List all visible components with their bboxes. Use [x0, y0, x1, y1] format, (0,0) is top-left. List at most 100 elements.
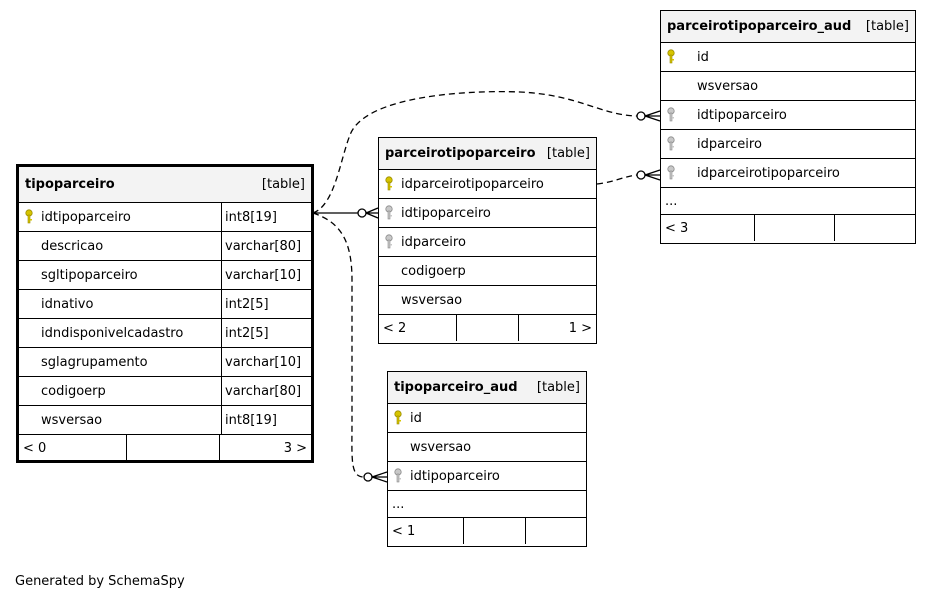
table-name[interactable]: tipoparceiro: [25, 177, 115, 192]
generated-by-label: Generated by SchemaSpy: [15, 574, 185, 589]
foreign-key-icon: [661, 130, 697, 158]
table-name[interactable]: parceirotipoparceiro_aud: [667, 19, 852, 34]
primary-key-icon: [388, 404, 410, 432]
column-row[interactable]: idparceirotipoparceiro: [379, 170, 596, 199]
column-name: idndisponivelcadastro: [41, 325, 184, 341]
relationship-optional-marker: [636, 170, 646, 180]
table-type: [table]: [536, 380, 580, 395]
parents-link[interactable]: < 3: [665, 220, 689, 236]
relationship-many-marker: [644, 169, 661, 181]
column-row[interactable]: idtipoparceiro int8[19]: [19, 203, 311, 232]
column-row[interactable]: id: [388, 404, 586, 433]
children-link[interactable]: 3 >: [219, 435, 311, 461]
column-type: int2[5]: [221, 290, 311, 318]
foreign-key-icon: [379, 228, 401, 256]
column-row[interactable]: wsversao: [388, 433, 586, 462]
column-type: varchar[10]: [221, 348, 311, 376]
foreign-key-icon: [388, 462, 410, 490]
relationship-line-parceirotipoparceiro-parceirotipoparceiro_aud: [596, 174, 638, 185]
column-row[interactable]: wsversao int8[19]: [19, 406, 311, 435]
column-row[interactable]: idnativo int2[5]: [19, 290, 311, 319]
table-header[interactable]: parceirotipoparceiro [table]: [379, 138, 596, 170]
more-columns: ...: [388, 491, 586, 518]
column-type: varchar[80]: [221, 232, 311, 260]
foreign-key-icon: [661, 159, 697, 187]
column-row[interactable]: wsversao: [661, 72, 915, 101]
relationship-many-marker: [644, 110, 661, 122]
relationship-optional-marker: [357, 208, 367, 218]
table-footer: < 2 1 >: [379, 315, 596, 341]
footer-middle: [456, 315, 518, 341]
column-row[interactable]: sgltipoparceiro varchar[10]: [19, 261, 311, 290]
column-name: idparceirotipoparceiro: [401, 176, 544, 192]
table-name[interactable]: tipoparceiro_aud: [394, 380, 518, 395]
table-tipoparceiro_aud[interactable]: tipoparceiro_aud [table] id wsversao idt…: [387, 371, 587, 547]
column-name: idparceiro: [697, 136, 762, 152]
ellipsis: ...: [665, 193, 678, 209]
primary-key-icon: [379, 170, 401, 198]
column-type: int8[19]: [221, 406, 311, 434]
column-name: id: [697, 49, 709, 65]
parents-link[interactable]: < 2: [383, 320, 407, 336]
table-header[interactable]: tipoparceiro_aud [table]: [388, 372, 586, 404]
table-type: [table]: [546, 146, 590, 161]
column-name: codigoerp: [41, 383, 106, 399]
column-row[interactable]: idtipoparceiro: [661, 101, 915, 130]
table-parceirotipoparceiro[interactable]: parceirotipoparceiro [table] idparceirot…: [378, 137, 597, 344]
relationship-line-tipoparceiro-parceirotipoparceiro_aud: [312, 90, 638, 214]
column-row[interactable]: idparceiro: [661, 130, 915, 159]
table-tipoparceiro[interactable]: tipoparceiro [table] idtipoparceiro int8…: [16, 164, 314, 463]
footer-middle: [463, 518, 525, 544]
column-type: int2[5]: [221, 319, 311, 347]
column-row[interactable]: idparceiro: [379, 228, 596, 257]
primary-key-icon: [19, 203, 41, 231]
column-row[interactable]: id: [661, 43, 915, 72]
column-row[interactable]: idndisponivelcadastro int2[5]: [19, 319, 311, 348]
primary-key-icon: [661, 43, 697, 71]
footer-middle: [754, 215, 834, 241]
relationship-many-marker: [371, 471, 388, 483]
column-name: descricao: [41, 238, 104, 254]
column-type: varchar[10]: [221, 261, 311, 289]
table-footer: < 3: [661, 215, 915, 241]
column-row[interactable]: codigoerp varchar[80]: [19, 377, 311, 406]
column-name: idtipoparceiro: [697, 107, 787, 123]
column-name: idtipoparceiro: [41, 209, 131, 225]
table-header[interactable]: parceirotipoparceiro_aud [table]: [661, 11, 915, 43]
column-name: idtipoparceiro: [410, 468, 500, 484]
table-parceirotipoparceiro_aud[interactable]: parceirotipoparceiro_aud [table] id wsve…: [660, 10, 916, 244]
foreign-key-icon: [379, 199, 401, 227]
column-name: wsversao: [697, 78, 759, 94]
relationship-optional-marker: [363, 472, 373, 482]
column-name: codigoerp: [401, 263, 466, 279]
column-row[interactable]: sglagrupamento varchar[10]: [19, 348, 311, 377]
table-footer: < 1: [388, 518, 586, 544]
children-link[interactable]: 1 >: [518, 315, 596, 341]
footer-middle: [126, 435, 219, 461]
parents-link[interactable]: < 0: [23, 440, 47, 456]
column-name: wsversao: [410, 439, 472, 455]
relationship-line-tipoparceiro-tipoparceiro_aud: [312, 212, 365, 478]
column-row[interactable]: descricao varchar[80]: [19, 232, 311, 261]
column-row[interactable]: idtipoparceiro: [388, 462, 586, 491]
column-row[interactable]: wsversao: [379, 286, 596, 315]
column-row[interactable]: idparceirotipoparceiro: [661, 159, 915, 188]
column-row[interactable]: codigoerp: [379, 257, 596, 286]
table-type: [table]: [261, 177, 305, 192]
footer-right: [525, 518, 586, 544]
table-type: [table]: [865, 19, 909, 34]
table-header[interactable]: tipoparceiro [table]: [19, 167, 311, 203]
column-name: idparceirotipoparceiro: [697, 165, 840, 181]
parents-link[interactable]: < 1: [392, 523, 416, 539]
column-name: wsversao: [41, 412, 103, 428]
table-name[interactable]: parceirotipoparceiro: [385, 146, 536, 161]
column-type: int8[19]: [221, 203, 311, 231]
column-type: varchar[80]: [221, 377, 311, 405]
column-name: id: [410, 410, 422, 426]
relationship-many-marker: [365, 207, 379, 219]
column-name: idtipoparceiro: [401, 205, 491, 221]
column-row[interactable]: idtipoparceiro: [379, 199, 596, 228]
table-footer: < 0 3 >: [19, 435, 311, 461]
column-list: idtipoparceiro int8[19] descricao varcha…: [19, 203, 311, 435]
